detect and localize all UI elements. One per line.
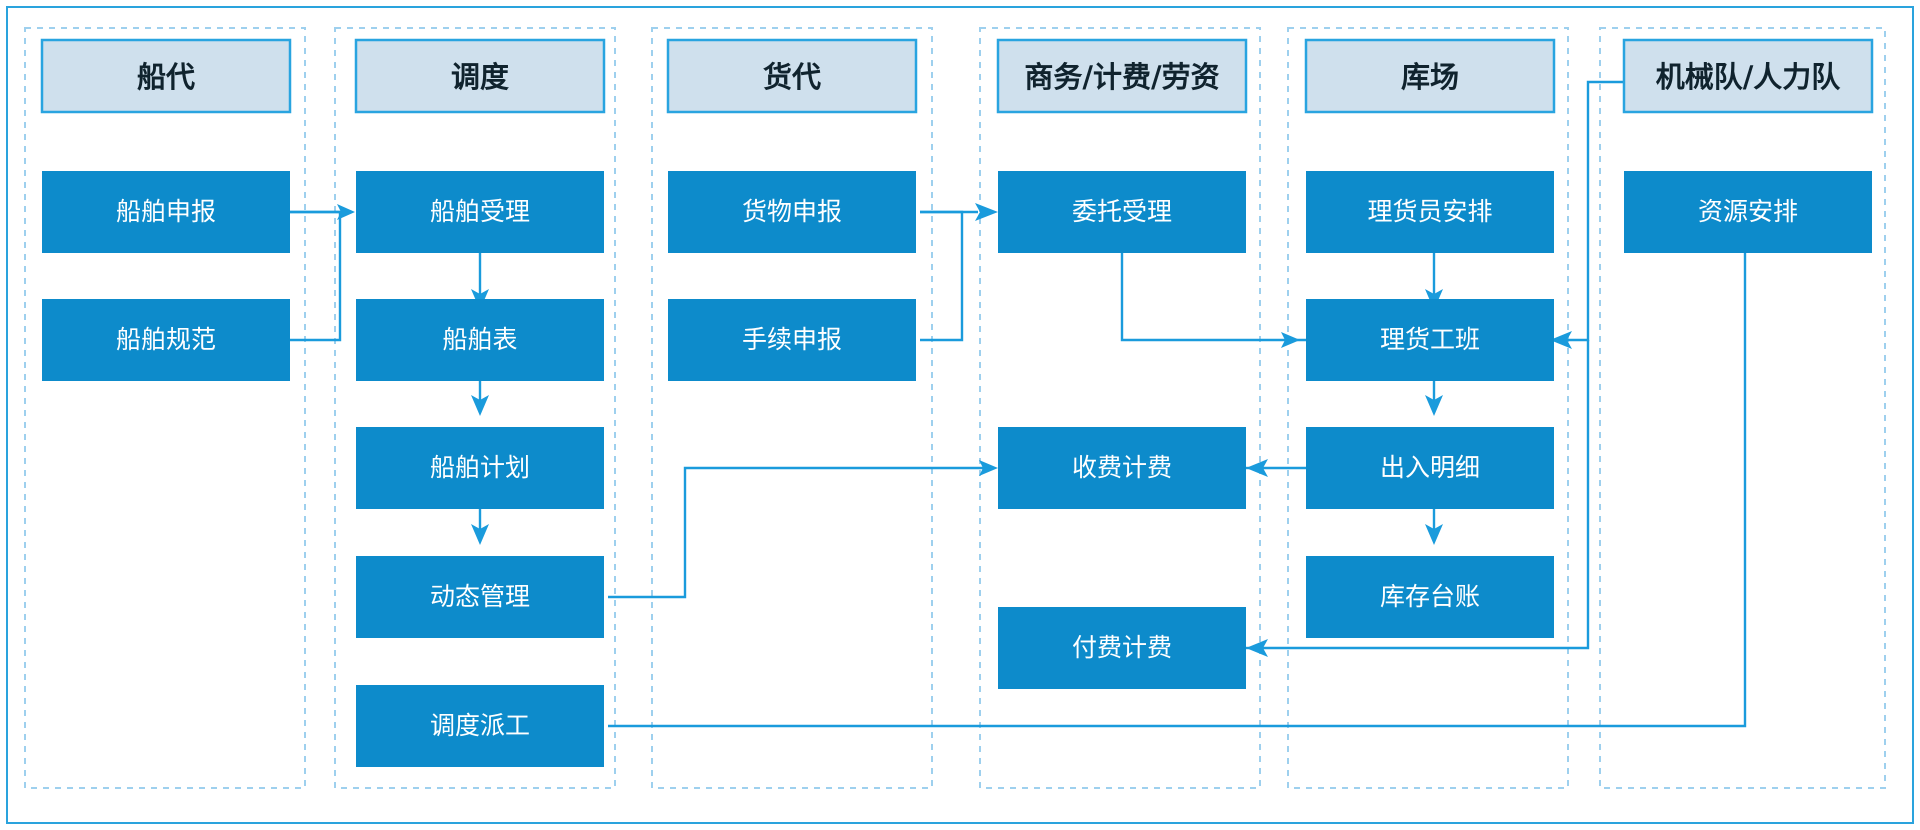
node-label-chuanbo-guifan: 船舶规范 xyxy=(116,325,216,354)
node-box-churu-mingxi[interactable] xyxy=(1306,427,1554,509)
lane-headers: 船代 调度 货代 商务/计费/劳资 库场 机械队/人力队 xyxy=(40,38,1874,114)
node-box-ziyuan-anpai[interactable] xyxy=(1624,171,1872,253)
lane-header-box-chuandai[interactable] xyxy=(40,38,292,114)
connector-shouxu-to-weituo xyxy=(920,210,964,342)
lane-container-diaodu xyxy=(334,27,616,789)
arrowhead-weituo-to-lihuo-gongban xyxy=(1281,332,1300,348)
node-box-diaodu-paigong[interactable] xyxy=(356,685,604,767)
node-label-chuanbo-jihua: 船舶计划 xyxy=(430,453,530,482)
lane-container-shangwu xyxy=(979,27,1261,789)
node-label-chuanbo-shenbao: 船舶申报 xyxy=(116,197,216,226)
node-label-shouxu-shenbao: 手续申报 xyxy=(742,325,842,354)
node-box-weituo-shouli[interactable] xyxy=(998,171,1246,253)
arrowhead-to-dongtai-guanli xyxy=(471,524,489,545)
connector-diaodu-paigong-to-ziyuan xyxy=(608,225,1747,728)
connector-ziyuan-to-lihuo-gongban xyxy=(1566,80,1624,342)
node-label-chuanbo-shouli: 船舶受理 xyxy=(430,197,530,226)
arrowhead-to-kucun-taizhang xyxy=(1425,524,1443,545)
node-box-chuanbo-shenbao[interactable] xyxy=(42,171,290,253)
connector-dongtai-to-shoufei xyxy=(608,466,985,599)
node-box-kucun-taizhang[interactable] xyxy=(1306,556,1554,638)
lane-header-label-jixie: 机械队/人力队 xyxy=(1656,60,1842,94)
arrowhead-to-weituo-shouli xyxy=(975,203,998,221)
node-label-huowu-shenbao: 货物申报 xyxy=(742,197,842,226)
node-label-diaodu-paigong: 调度派工 xyxy=(430,711,530,740)
node-layer: 船舶申报 船舶规范 船舶受理 船舶表 船舶计划 动态管理 调度派工 货物申报 手… xyxy=(42,171,1872,767)
lane-header-box-kuchang[interactable] xyxy=(1304,38,1556,114)
lane-header-label-chuandai: 船代 xyxy=(137,60,195,94)
lane-header-box-jixie[interactable] xyxy=(1622,38,1874,114)
lane-container-huodai xyxy=(651,27,933,789)
node-box-chuanbo-guifan[interactable] xyxy=(42,299,290,381)
arrowhead-dongtai-to-shoufei xyxy=(979,460,998,476)
node-box-dongtai-guanli[interactable] xyxy=(356,556,604,638)
diagram-outer-frame xyxy=(6,6,1914,824)
connector-ziyuan-to-fufei xyxy=(1262,340,1590,650)
node-label-dongtai-guanli: 动态管理 xyxy=(430,582,530,611)
arrowhead-to-chuanbo-jihua xyxy=(471,395,489,416)
lane-header-label-diaodu: 调度 xyxy=(451,60,509,94)
node-box-chuanbo-shouli[interactable] xyxy=(356,171,604,253)
lane-header-box-diaodu[interactable] xyxy=(354,38,606,114)
lane-container-kuchang xyxy=(1287,27,1569,789)
node-label-lihuo-gongban: 理货工班 xyxy=(1380,325,1480,354)
lane-header-label-huodai: 货代 xyxy=(763,60,821,94)
node-label-chuanbo-biao: 船舶表 xyxy=(442,325,517,354)
connector-layer xyxy=(290,80,1754,728)
node-box-lihuo-gongban[interactable] xyxy=(1306,299,1554,381)
node-box-lihuoyuan-anpai[interactable] xyxy=(1306,171,1554,253)
node-label-kucun-taizhang: 库存台账 xyxy=(1380,582,1480,611)
lane-header-label-kuchang: 库场 xyxy=(1401,60,1459,94)
node-label-shoufei-jifei: 收费计费 xyxy=(1072,453,1172,482)
connector-overlay-layer xyxy=(1246,338,1566,650)
node-label-ziyuan-anpai: 资源安排 xyxy=(1698,197,1798,226)
lane-container-jixie xyxy=(1599,27,1886,789)
arrowhead-to-chuanbo-shouli xyxy=(337,204,355,220)
node-box-fufei-jifei[interactable] xyxy=(998,607,1246,689)
lane-header-label-shangwu: 商务/计费/劳资 xyxy=(1024,60,1219,94)
node-label-weituo-shouli: 委托受理 xyxy=(1072,197,1172,226)
lane-header-box-shangwu[interactable] xyxy=(996,38,1248,114)
node-box-chuanbo-jihua[interactable] xyxy=(356,427,604,509)
node-box-shouxu-shenbao[interactable] xyxy=(668,299,916,381)
node-label-churu-mingxi: 出入明细 xyxy=(1380,453,1480,482)
arrowhead-to-churu-mingxi xyxy=(1425,395,1443,416)
node-box-huowu-shenbao[interactable] xyxy=(668,171,916,253)
connector-chuanbo-guifan-to-shouli xyxy=(290,210,342,342)
lane-container-chuandai xyxy=(24,27,306,789)
node-label-lihuoyuan-anpai: 理货员安排 xyxy=(1367,197,1492,226)
node-label-fufei-jifei: 付费计费 xyxy=(1072,633,1172,662)
node-box-shoufei-jifei[interactable] xyxy=(998,427,1246,509)
node-box-chuanbo-biao[interactable] xyxy=(356,299,604,381)
lane-header-box-huodai[interactable] xyxy=(666,38,918,114)
